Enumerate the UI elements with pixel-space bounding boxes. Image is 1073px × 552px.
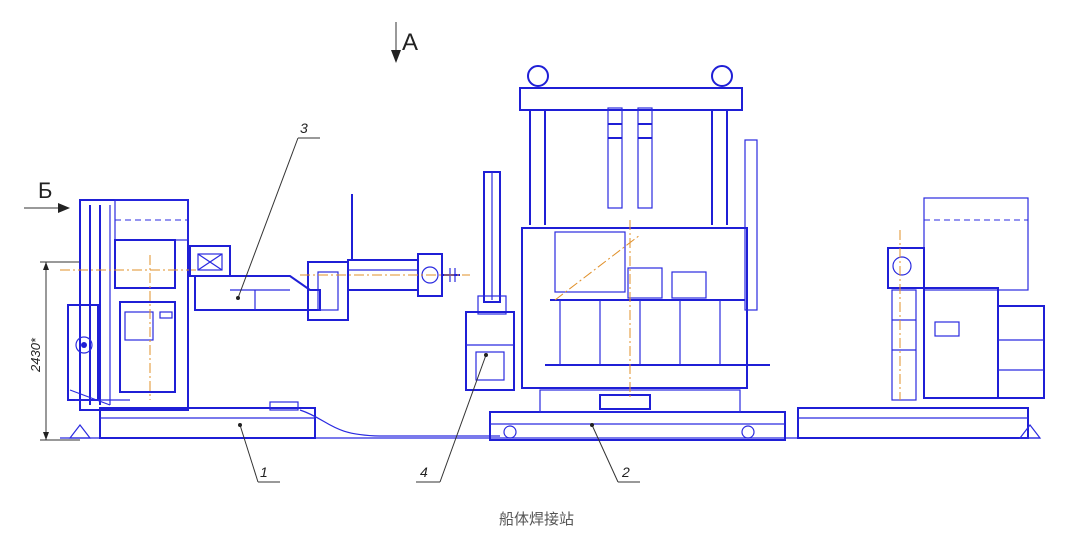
view-arrow-b: Б bbox=[24, 178, 70, 213]
view-label-a: А bbox=[402, 29, 418, 56]
left-positioner bbox=[60, 199, 316, 439]
callout-2: 2 bbox=[590, 423, 640, 483]
dimension-label: 2430* bbox=[28, 337, 43, 373]
manipulator-arm bbox=[189, 194, 470, 321]
part-number-3: 3 bbox=[300, 120, 308, 136]
view-arrow-a: А bbox=[391, 22, 418, 63]
callout-1: 1 bbox=[238, 423, 280, 483]
part-number-1: 1 bbox=[260, 464, 268, 480]
right-positioner bbox=[797, 197, 1045, 439]
part-number-4: 4 bbox=[420, 464, 428, 480]
figure-caption: 船体焊接站 bbox=[498, 510, 574, 528]
view-label-b: Б bbox=[38, 178, 52, 203]
cable bbox=[299, 409, 500, 437]
callout-3: 3 bbox=[236, 120, 320, 300]
part-number-2: 2 bbox=[621, 464, 630, 480]
callout-4: 4 bbox=[416, 353, 488, 483]
welding-column bbox=[465, 171, 515, 391]
central-gantry bbox=[489, 65, 786, 441]
height-dimension: 2430* bbox=[28, 261, 80, 441]
